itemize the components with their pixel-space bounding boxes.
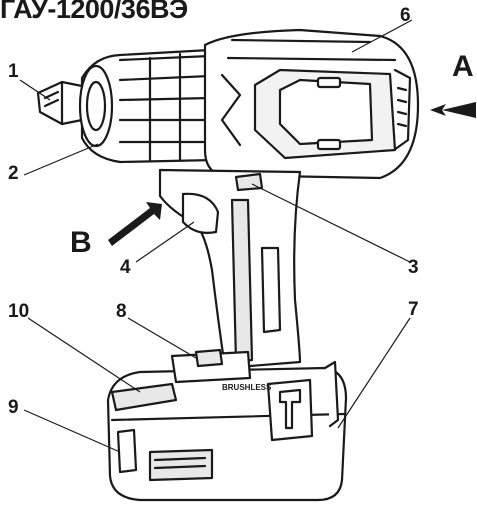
callout-1: 1 [8,61,19,82]
arrow-b [108,202,162,246]
leader-3 [251,183,411,263]
belt-hook [323,360,340,428]
leader-6 [351,19,413,53]
motor-housing [203,28,420,180]
callout-7: 7 [408,299,419,320]
callout-6: 6 [400,5,411,26]
leader-8 [127,317,197,359]
callout-10: 10 [8,301,30,322]
square-drive-anvil [36,80,84,126]
leader-1 [19,79,51,101]
callout-2: 2 [8,163,19,184]
arrow-a [430,102,476,118]
front-housing [78,48,217,164]
leader-4 [135,221,195,263]
callout-4: 4 [120,257,131,278]
leader-2 [23,143,99,176]
leader-9 [23,409,121,453]
diagram-title: ГАУ-1200/36ВЭ [0,0,188,24]
callout-3: 3 [408,257,419,278]
leader-10 [27,317,141,393]
callout-8: 8 [116,301,127,322]
callout-9: 9 [8,397,19,418]
handle-grip [158,168,302,370]
direction-label-a: A [452,50,474,83]
leader-7 [337,317,411,429]
battery-pack [106,348,348,502]
brushless-badge: BRUSHLESS [222,383,272,392]
direction-label-b: B [70,226,92,259]
